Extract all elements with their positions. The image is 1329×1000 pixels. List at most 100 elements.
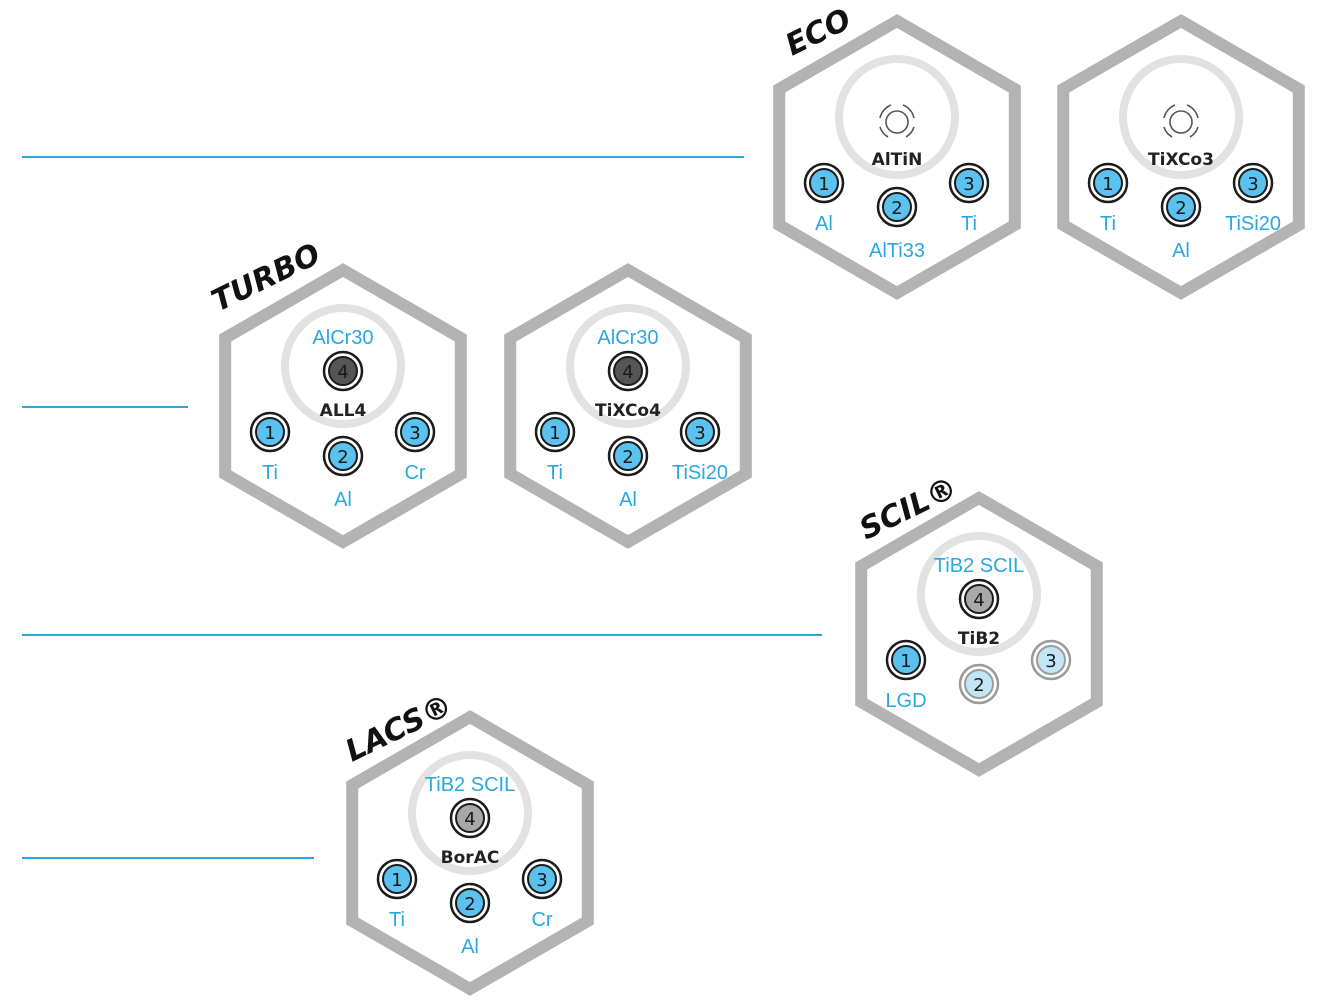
target-2: 2: [958, 663, 1000, 705]
target-1-core: [382, 864, 412, 894]
center-target-core: [964, 584, 994, 614]
target-3-core: [527, 864, 557, 894]
target-1-number: 1: [549, 423, 560, 444]
center-target-number: 4: [337, 362, 348, 383]
target-3-number: 3: [409, 423, 420, 444]
coating-name: ALL4: [320, 401, 367, 421]
center-ring: [566, 304, 690, 428]
target-3: 3: [521, 858, 563, 900]
center-target-material: AlCr30: [312, 327, 373, 349]
center-target: 4: [322, 350, 364, 392]
target-1-core: [809, 168, 839, 198]
target-1-material: LGD: [885, 690, 926, 712]
target-2-number: 2: [891, 198, 902, 219]
target-2: 2: [322, 435, 364, 477]
target-2: 2: [876, 186, 918, 228]
target-1-number: 1: [900, 651, 911, 672]
center-ring: [835, 55, 959, 179]
hexagon-frame: [219, 263, 467, 549]
target-1-number: 1: [264, 423, 275, 444]
target-3-core: [400, 417, 430, 447]
target-1-core: [255, 417, 285, 447]
target-3-material: TiSi20: [672, 462, 728, 484]
center-target-number: 4: [464, 809, 475, 830]
target-1-number: 1: [391, 870, 402, 891]
center-ring: [281, 304, 405, 428]
target-3-number: 3: [536, 870, 547, 891]
arc-source-icon: [1163, 104, 1199, 138]
target-1-material: Ti: [262, 462, 278, 484]
target-1: 1: [249, 411, 291, 453]
target-2-material: Al: [334, 489, 352, 511]
target-3-core: [1238, 168, 1268, 198]
target-2-number: 2: [973, 675, 984, 696]
target-2-core: [328, 441, 358, 471]
target-3-material: Ti: [961, 213, 977, 235]
center-ring: [1119, 55, 1243, 179]
center-target-core: [613, 356, 643, 386]
center-ring: [917, 532, 1041, 656]
target-1: 1: [885, 639, 927, 681]
target-1-number: 1: [1102, 174, 1113, 195]
target-3-material: Cr: [531, 909, 552, 931]
target-3: 3: [1030, 639, 1072, 681]
target-1-core: [1093, 168, 1123, 198]
target-1: 1: [803, 162, 845, 204]
center-ring: [408, 751, 532, 875]
center-target-core: [455, 803, 485, 833]
target-1: 1: [534, 411, 576, 453]
target-3-core: [954, 168, 984, 198]
center-target-material: AlCr30: [597, 327, 658, 349]
target-2-core: [1166, 192, 1196, 222]
target-3: 3: [948, 162, 990, 204]
target-2-core: [613, 441, 643, 471]
target-2-material: Al: [619, 489, 637, 511]
center-target-core: [328, 356, 358, 386]
coating-name: AlTiN: [872, 150, 923, 170]
hexagon-frame: [504, 263, 752, 549]
target-3-number: 3: [694, 423, 705, 444]
target-2-material: Al: [461, 936, 479, 958]
target-2: 2: [1160, 186, 1202, 228]
target-1: 1: [376, 858, 418, 900]
target-1-material: Ti: [547, 462, 563, 484]
target-3-number: 3: [1247, 174, 1258, 195]
center-target: 4: [958, 578, 1000, 620]
target-3-number: 3: [1045, 651, 1056, 672]
coating-name: BorAC: [441, 848, 500, 868]
center-target: 4: [607, 350, 649, 392]
target-2-number: 2: [337, 447, 348, 468]
target-2-number: 2: [464, 894, 475, 915]
target-1-core: [891, 645, 921, 675]
target-3-material: Cr: [404, 462, 425, 484]
target-2-material: Al: [1172, 240, 1190, 262]
target-1-material: Al: [815, 213, 833, 235]
target-2-number: 2: [1175, 198, 1186, 219]
target-1-core: [540, 417, 570, 447]
coating-name: TiXCo4: [595, 401, 661, 421]
coating-name: TiXCo3: [1148, 150, 1214, 170]
target-3-material: TiSi20: [1225, 213, 1281, 235]
target-3: 3: [394, 411, 436, 453]
center-target-number: 4: [973, 590, 984, 611]
target-2-core: [964, 669, 994, 699]
target-1-material: Ti: [1100, 213, 1116, 235]
target-3: 3: [679, 411, 721, 453]
target-1-material: Ti: [389, 909, 405, 931]
target-3-number: 3: [963, 174, 974, 195]
arc-source-icon: [879, 104, 915, 138]
target-2-number: 2: [622, 447, 633, 468]
target-2-material: AlTi33: [869, 240, 925, 262]
center-target-number: 4: [622, 362, 633, 383]
hexagon-frame: [773, 14, 1021, 300]
target-2: 2: [607, 435, 649, 477]
coating-name: TiB2: [958, 629, 1000, 649]
target-3: 3: [1232, 162, 1274, 204]
hexagon-frame: [855, 491, 1103, 777]
